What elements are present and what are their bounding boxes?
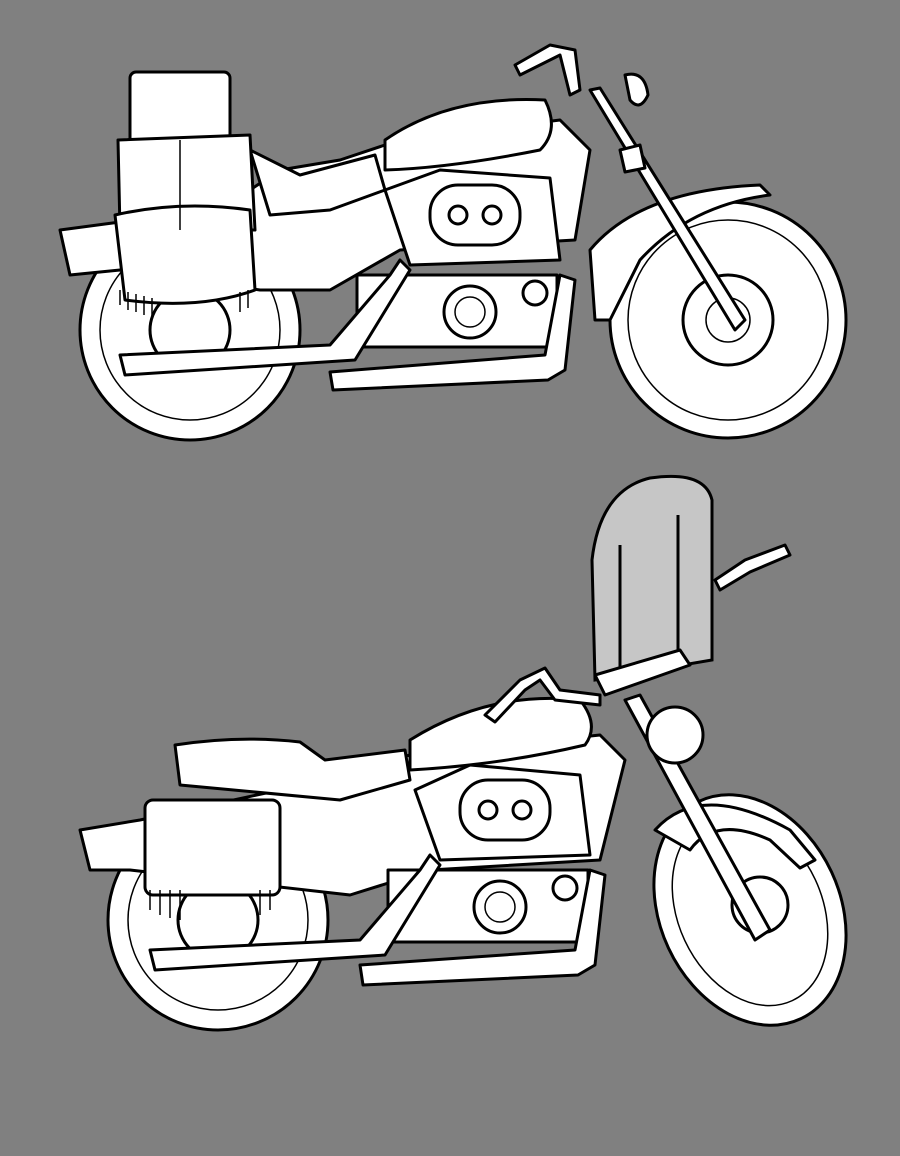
front-fork-and-handlebar bbox=[513, 43, 747, 332]
saddlebag bbox=[113, 70, 257, 318]
exhaust-upper bbox=[118, 258, 412, 377]
headlight bbox=[645, 705, 705, 765]
windshield bbox=[590, 474, 714, 697]
fuel-tank bbox=[383, 98, 553, 172]
exhaust-lower bbox=[358, 868, 607, 987]
front-fender bbox=[588, 183, 772, 322]
front-fork-and-handlebar bbox=[483, 543, 792, 942]
motorcycle-with-saddlebags bbox=[58, 43, 848, 442]
motorcycle-with-windshield bbox=[78, 474, 848, 1032]
headlight bbox=[623, 72, 650, 107]
seat bbox=[173, 737, 412, 802]
exhaust-lower bbox=[328, 273, 577, 392]
exhaust-upper bbox=[148, 853, 442, 972]
saddlebag bbox=[143, 798, 282, 920]
